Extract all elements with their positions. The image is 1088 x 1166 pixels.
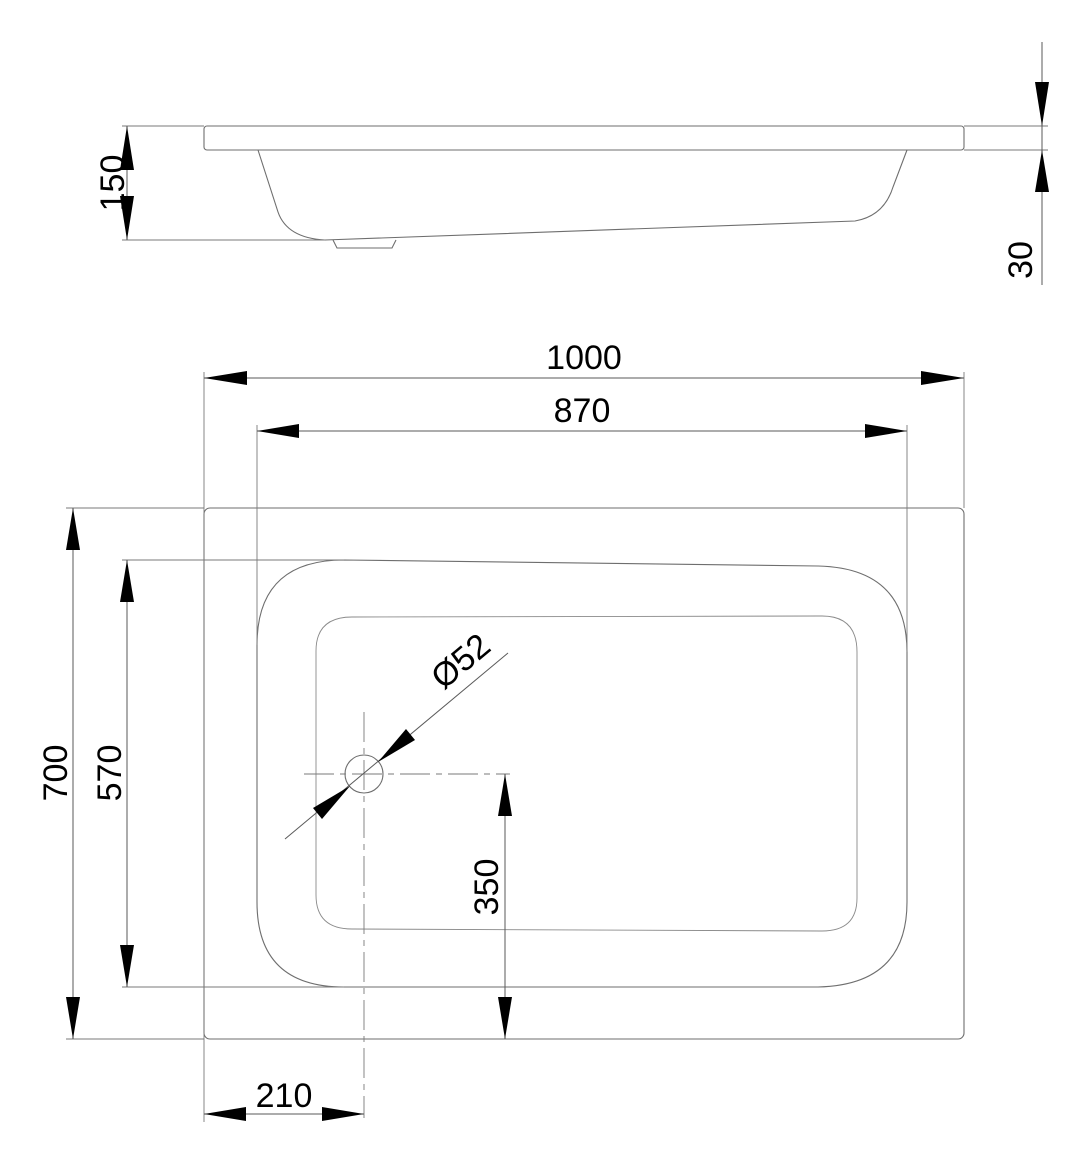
dimension-label-diameter: Ø52 (424, 626, 498, 696)
arrow-210-right (322, 1107, 364, 1121)
dimension-label-870: 870 (554, 392, 611, 430)
dimension-label-570: 570 (91, 745, 129, 802)
dimension-label-210: 210 (256, 1077, 313, 1115)
dimension-label-1000: 1000 (546, 339, 622, 377)
arrow-700-top (66, 508, 80, 550)
arrow-30-bottom (1035, 150, 1049, 192)
arrow-30-top (1035, 82, 1049, 126)
arrow-350-top (498, 774, 512, 816)
top-view: 1000 870 700 570 350 210 Ø52 (37, 339, 965, 1122)
top-view-outer-rim (203, 507, 965, 1040)
arrow-570-top (120, 560, 134, 602)
arrow-150-top (120, 126, 134, 170)
arrow-1000-right (921, 371, 964, 385)
arrow-diameter-upper (378, 729, 415, 762)
arrow-150-bottom (120, 196, 134, 240)
arrow-diameter-lower (313, 786, 350, 819)
top-view-basin-floor (315, 615, 858, 932)
dimension-label-30: 30 (1002, 241, 1040, 279)
dimension-label-700: 700 (37, 745, 75, 802)
side-view-rim (203, 125, 965, 151)
arrow-700-bottom (66, 997, 80, 1039)
dimension-label-350: 350 (468, 859, 506, 916)
side-view-basin (257, 149, 908, 241)
arrow-210-left (204, 1107, 246, 1121)
top-view-basin-edge (256, 559, 908, 988)
arrow-870-right (865, 424, 907, 438)
arrow-350-bottom (498, 997, 512, 1039)
arrow-870-left (257, 424, 299, 438)
side-view-drain-outlet (332, 239, 397, 249)
dimension-label-150: 150 (94, 155, 132, 212)
arrow-1000-left (204, 371, 247, 385)
side-view: 150 30 (94, 42, 1049, 285)
arrow-570-bottom (120, 945, 134, 987)
